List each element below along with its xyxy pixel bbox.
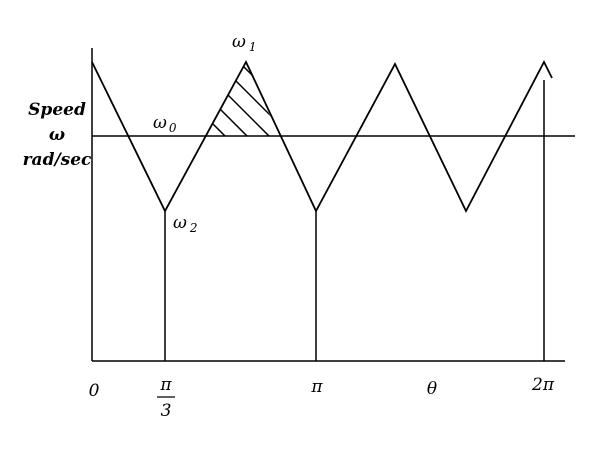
x-tick-pi-over-3-numerator: π bbox=[159, 375, 172, 395]
omega2-sub: 2 bbox=[189, 221, 198, 235]
omega0-sub: 0 bbox=[169, 121, 177, 135]
y-label-speed: Speed bbox=[28, 100, 86, 120]
y-label-unit: rad/sec bbox=[23, 150, 92, 170]
speed-waveform bbox=[91, 60, 553, 214]
y-label-omega: ω bbox=[49, 125, 65, 145]
x-axis-variable-theta: θ bbox=[427, 379, 437, 399]
omega0-base: ω bbox=[153, 113, 167, 133]
omega1-base: ω bbox=[232, 32, 246, 52]
x-tick-two-pi: 2π bbox=[531, 375, 555, 395]
x-tick-pi: π bbox=[310, 377, 323, 397]
omega1-sub: 1 bbox=[249, 40, 257, 54]
omega2-base: ω bbox=[173, 213, 187, 233]
x-tick-pi-over-3-denominator: 3 bbox=[161, 401, 172, 421]
x-tick-zero: 0 bbox=[89, 381, 100, 401]
